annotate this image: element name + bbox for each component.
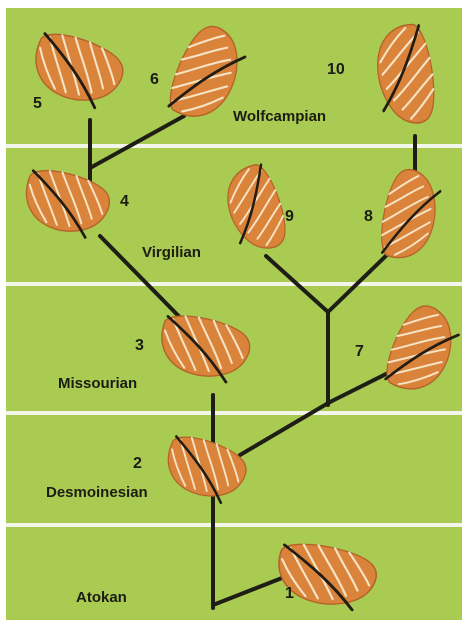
specimen-number-10: 10 (327, 61, 345, 78)
specimen-number-2: 2 (133, 455, 142, 472)
specimen-number-7: 7 (355, 343, 364, 360)
specimen-number-5: 5 (33, 95, 42, 112)
stage-label-atokan: Atokan (76, 589, 127, 606)
stage-label-wolfcampian: Wolfcampian (233, 108, 326, 125)
stage-label-missourian: Missourian (58, 375, 137, 392)
specimen-number-1: 1 (285, 585, 294, 602)
stage-label-virgilian: Virgilian (142, 244, 201, 261)
specimen-number-3: 3 (135, 337, 144, 354)
specimen-number-8: 8 (364, 208, 373, 225)
specimen-number-9: 9 (285, 208, 294, 225)
specimen-number-6: 6 (150, 71, 159, 88)
stage-label-desmoinesian: Desmoinesian (46, 484, 148, 501)
specimen-number-4: 4 (120, 193, 129, 210)
